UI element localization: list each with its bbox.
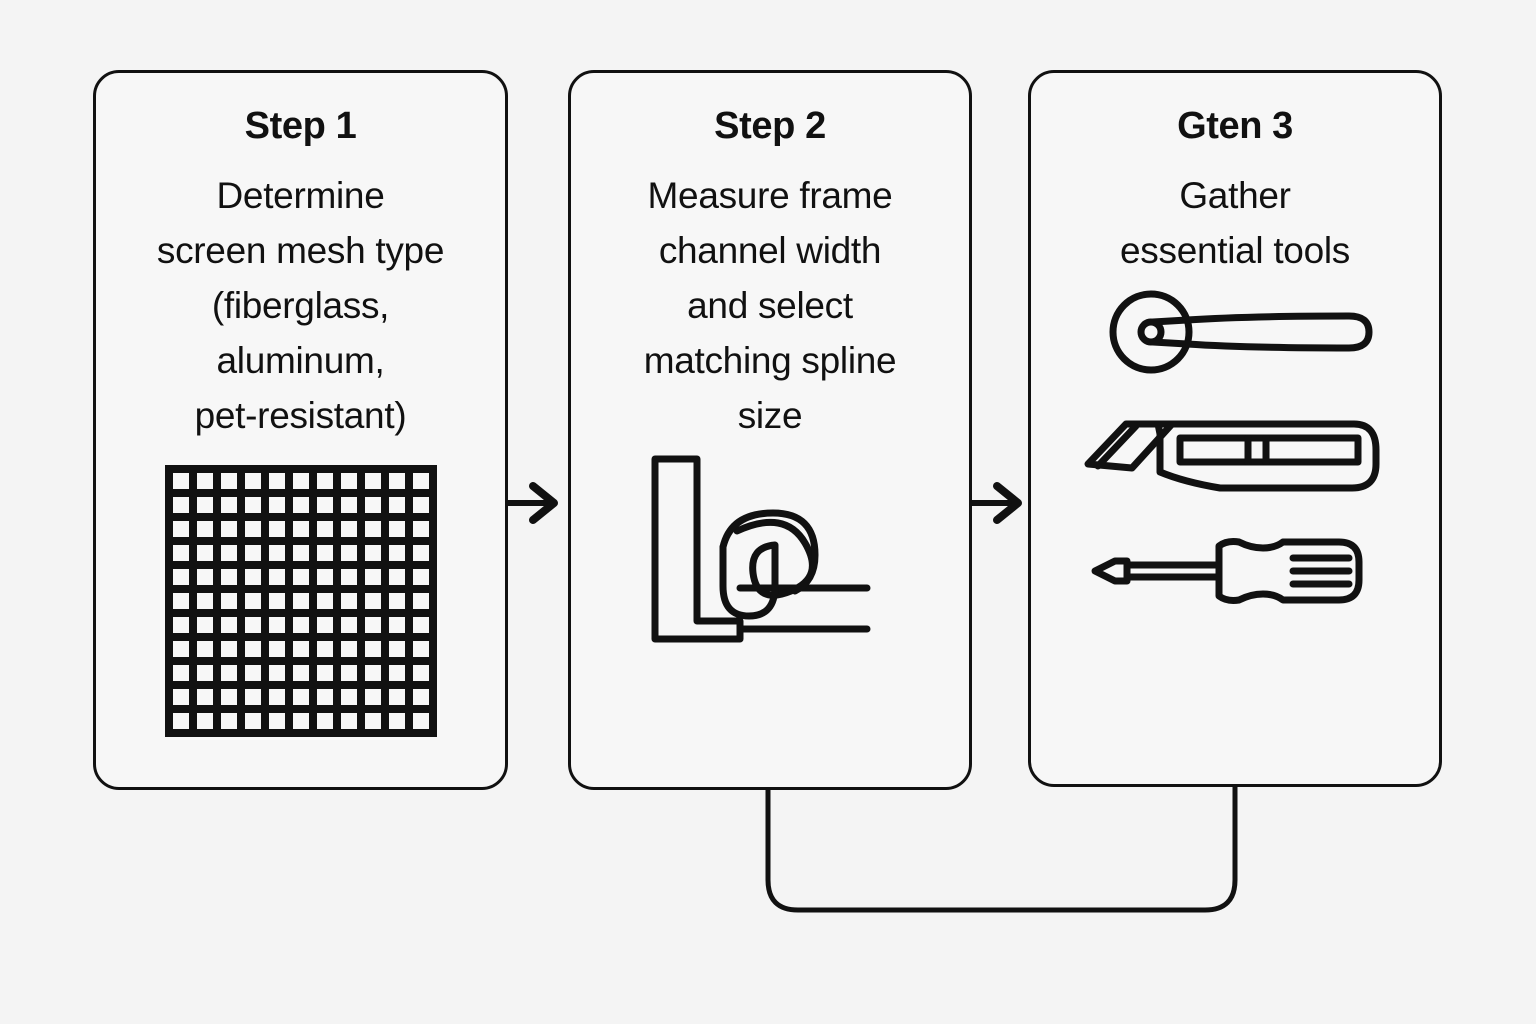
utility-knife-icon <box>1084 420 1380 492</box>
step-card-1-art <box>96 443 505 787</box>
arrow-step1-step2 <box>508 482 558 524</box>
tools-stack <box>1080 280 1390 610</box>
step-card-2-art <box>571 443 969 787</box>
screwdriver-icon <box>1091 538 1363 605</box>
step-card-2[interactable]: Step 2 Measure frame channel width and s… <box>568 70 972 790</box>
step-card-3-body: Gather essential tools <box>1120 174 1350 271</box>
step-card-3-art <box>1031 278 1439 784</box>
arrow-step2-step3 <box>972 482 1022 524</box>
step-card-3-title: Gten 3 <box>1177 105 1293 147</box>
loopback-step2-step3 <box>765 787 1238 913</box>
frame-channel-spline-icon <box>651 455 871 643</box>
step-card-1-body: Determine screen mesh type (fiberglass, … <box>156 174 445 437</box>
spline-roller-icon <box>1109 290 1373 374</box>
step-card-1[interactable]: Step 1 Determine screen mesh type (fiber… <box>93 70 508 790</box>
step-card-3[interactable]: Gten 3 Gather essential tools <box>1028 70 1442 787</box>
step-card-2-body: Measure frame channel width and select m… <box>643 174 897 437</box>
step-card-2-title: Step 2 <box>714 105 826 147</box>
mesh-grid-icon <box>164 465 437 738</box>
step-card-1-title: Step 1 <box>244 105 357 147</box>
